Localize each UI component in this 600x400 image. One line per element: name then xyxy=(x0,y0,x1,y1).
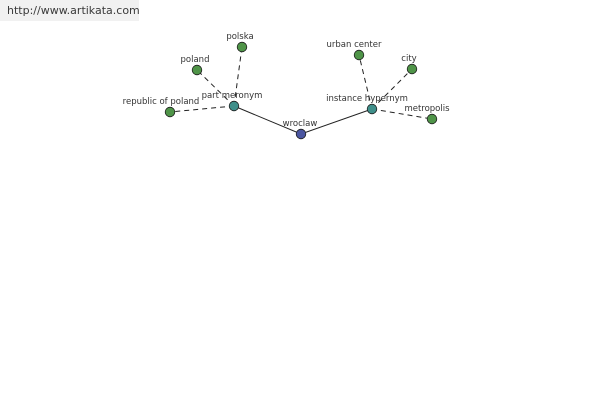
leaf-label-poland: poland xyxy=(181,55,210,65)
leaf-label-polska: polska xyxy=(226,32,253,42)
leaf-node-poland[interactable] xyxy=(191,64,203,76)
relation-label-part-meronym: part meronym xyxy=(202,91,263,101)
edge-republic-of-poland xyxy=(169,105,235,113)
leaf-label-metropolis: metropolis xyxy=(404,104,450,114)
relation-node-part-meronym[interactable] xyxy=(228,100,240,112)
graph-nodes xyxy=(164,41,438,140)
edge-metropolis xyxy=(371,108,433,120)
edge-urban-center xyxy=(358,54,373,110)
edge-root-instance-hypernym xyxy=(300,108,373,135)
leaf-node-republic-of-poland[interactable] xyxy=(164,106,176,118)
root-node-wroclaw[interactable] xyxy=(295,128,307,140)
leaf-node-metropolis[interactable] xyxy=(426,113,438,125)
relation-label-instance-hypernym: instance hypernym xyxy=(326,94,408,104)
leaf-label-city: city xyxy=(401,54,416,64)
edge-root-part-meronym xyxy=(233,105,302,135)
leaf-label-urban-center: urban center xyxy=(327,40,382,50)
leaf-node-urban-center[interactable] xyxy=(353,49,365,61)
edge-polska xyxy=(233,46,243,107)
source-link[interactable]: http://www.artikata.com xyxy=(7,4,140,17)
edge-city xyxy=(371,68,413,110)
relation-node-instance-hypernym[interactable] xyxy=(366,103,378,115)
source-banner: http://www.artikata.com xyxy=(0,0,140,21)
graph-edges xyxy=(169,46,433,135)
leaf-label-republic-of-poland: republic of poland xyxy=(123,97,200,107)
leaf-node-polska[interactable] xyxy=(236,41,248,53)
root-label-wroclaw: wroclaw xyxy=(283,119,318,129)
leaf-node-city[interactable] xyxy=(406,63,418,75)
graph-labels: wroclaw part meronym instance hypernym repu… xyxy=(123,32,450,129)
